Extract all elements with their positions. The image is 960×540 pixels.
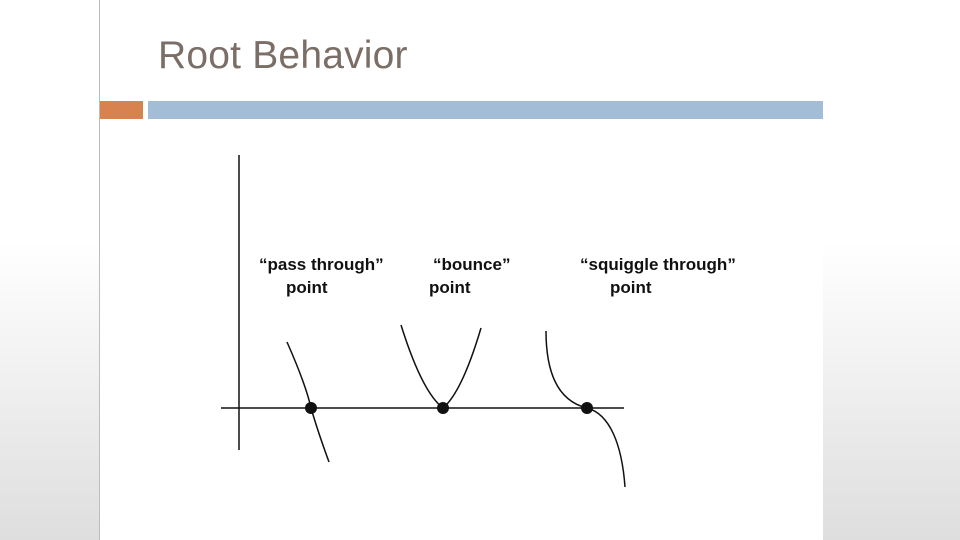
- slide-title: Root Behavior: [158, 34, 408, 77]
- title-accent-bar-orange: [100, 101, 143, 119]
- pass-through-label-line1: “pass through”: [259, 255, 384, 274]
- bounce-curve: [400, 324, 482, 409]
- title-accent-bar-blue: [148, 101, 823, 119]
- squiggle-through-label-line2: point: [610, 278, 652, 297]
- bounce-label-line2: point: [429, 278, 471, 297]
- squiggle-through-label-line1: “squiggle through”: [580, 255, 736, 274]
- pass-through-root-point: [305, 402, 317, 414]
- bounce-label-line1: “bounce”: [433, 255, 510, 274]
- slide: Root Behavior “pass through” point “boun…: [99, 0, 823, 540]
- bounce-root-point: [437, 402, 449, 414]
- root-behavior-diagram: “pass through” point “bounce” point “squ…: [221, 155, 736, 488]
- pass-through-curve: [286, 341, 330, 463]
- pass-through-label-line2: point: [286, 278, 328, 297]
- squiggle-through-root-point: [581, 402, 593, 414]
